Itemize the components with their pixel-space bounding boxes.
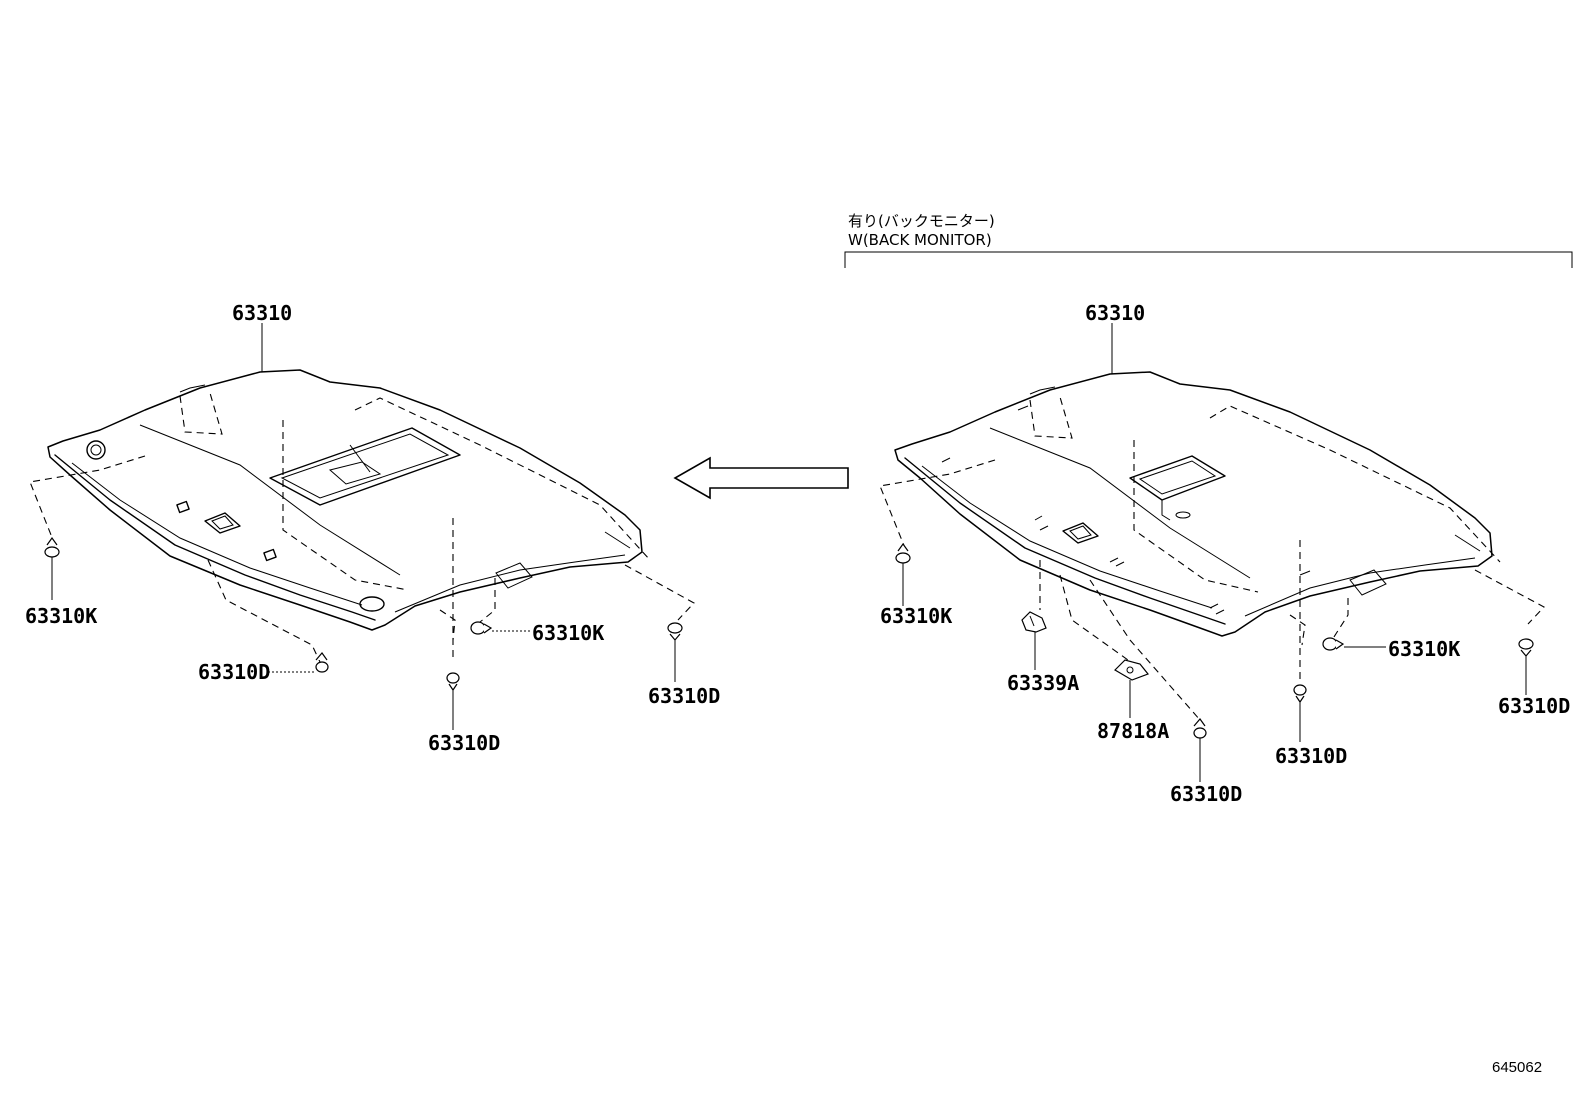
right-clip-63310K-a[interactable]: [895, 542, 911, 606]
left-label-clip-b: 63310K: [532, 621, 604, 645]
condition-bracket: [844, 251, 1573, 268]
right-headliner-panel[interactable]: [894, 371, 1493, 637]
left-label-screw-c: 63310D: [648, 684, 720, 708]
right-label-screw-b: 63310D: [1275, 744, 1347, 768]
right-label-cover: 87818A: [1097, 719, 1169, 743]
arrow-left-icon: [673, 456, 849, 500]
left-clip-63310K-a[interactable]: [44, 536, 60, 600]
right-headliner-assembly: [879, 323, 1545, 721]
right-fasteners: [895, 542, 1534, 782]
left-label-screw-a: 63310D: [198, 660, 270, 684]
left-label-clip-a: 63310K: [25, 604, 97, 628]
left-console-opening: [269, 427, 461, 506]
illustration-id: 645062: [1492, 1059, 1542, 1076]
left-screw-63310D-c[interactable]: [667, 622, 683, 682]
right-label-bracket: 63339A: [1007, 671, 1079, 695]
right-label-clip-b: 63310K: [1388, 637, 1460, 661]
left-screw-63310D-a[interactable]: [268, 652, 329, 673]
right-cover-87818A[interactable]: [1114, 659, 1149, 718]
right-label-screw-c: 63310D: [1498, 694, 1570, 718]
right-monitor-opening: [1129, 455, 1226, 501]
right-screw-63310D-b[interactable]: [1293, 684, 1307, 742]
right-label-screw-a: 63310D: [1170, 782, 1242, 806]
right-bracket-63339A[interactable]: [1021, 611, 1047, 670]
left-hole-front: [86, 440, 106, 460]
left-label-screw-b: 63310D: [428, 731, 500, 755]
right-screw-63310D-a[interactable]: [1193, 718, 1207, 782]
left-screw-63310D-b[interactable]: [446, 672, 460, 730]
condition-label-en: W(BACK MONITOR): [848, 231, 992, 249]
left-headliner-panel[interactable]: [47, 369, 643, 631]
left-fasteners: [44, 536, 683, 730]
right-label-headliner: 63310: [1085, 301, 1145, 325]
left-hole-rear: [359, 596, 385, 612]
left-headliner-assembly: [29, 323, 695, 663]
left-label-headliner: 63310: [232, 301, 292, 325]
condition-label-jp: 有り(バックモニター): [848, 212, 995, 230]
left-clip-63310K-b[interactable]: [470, 621, 530, 635]
right-label-clip-a: 63310K: [880, 604, 952, 628]
right-clip-63310K-b[interactable]: [1322, 637, 1386, 651]
right-screw-63310D-c[interactable]: [1518, 638, 1534, 695]
